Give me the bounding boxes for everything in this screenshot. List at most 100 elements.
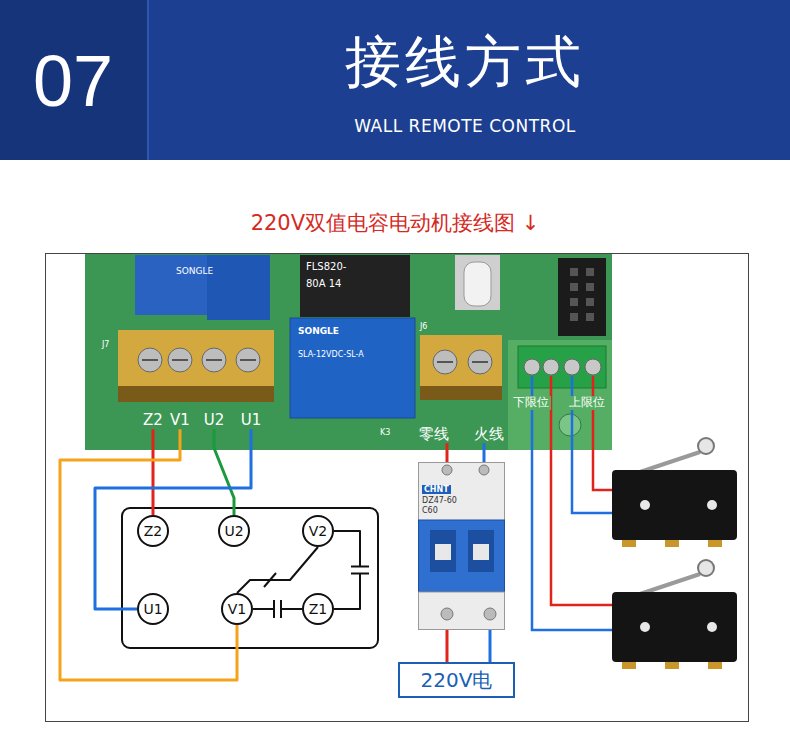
terminal-screw	[543, 359, 559, 375]
switch-mark	[264, 573, 276, 587]
switch-hole	[640, 500, 650, 510]
pcb-panel	[508, 340, 612, 450]
switch-roller	[698, 560, 714, 576]
component-ref: K3	[380, 428, 390, 437]
relay-brand: SONGLE	[176, 266, 213, 276]
terminal-label: U1	[239, 412, 264, 429]
switch-hole	[707, 500, 717, 510]
node-label: Z2	[144, 523, 163, 539]
wire	[95, 429, 251, 609]
screw-slot	[437, 361, 453, 363]
wire	[446, 630, 449, 662]
breaker-face	[419, 520, 505, 592]
switch-lever	[640, 452, 700, 472]
header-divider	[147, 0, 149, 160]
diagram-heading: 220V双值电容电动机接线图 ↓	[251, 211, 540, 235]
node-label: Z2	[143, 412, 163, 429]
terminal-label: 零线	[417, 426, 451, 443]
relay-model: SLA-12VDC-SL-A	[298, 350, 364, 359]
relay	[135, 255, 207, 315]
switch-terminal	[665, 540, 679, 547]
relay-rating: 80A 14	[306, 278, 341, 290]
page-title: 接线方式	[345, 30, 585, 94]
power-relay	[300, 255, 410, 317]
header-number-panel	[0, 0, 148, 160]
relay-brand: SONGLE	[298, 326, 339, 336]
pin	[570, 313, 578, 321]
terminal-screw	[168, 348, 192, 372]
breaker-handle	[435, 544, 451, 560]
diagram-frame	[46, 254, 749, 722]
breaker-handle-slot	[468, 530, 494, 572]
terminal-label: 上限位	[567, 396, 607, 410]
motor-terminal: V2	[302, 515, 334, 547]
switch-terminal	[665, 662, 679, 669]
breaker-top	[419, 463, 505, 521]
terminal-screw	[468, 350, 492, 374]
terminal-block	[118, 330, 274, 386]
terminal-screw	[236, 348, 260, 372]
node-label: 上限位	[569, 396, 605, 410]
wire	[446, 443, 449, 462]
terminal-screw	[564, 359, 580, 375]
pin	[586, 313, 594, 321]
relay	[290, 318, 415, 418]
screw-slot	[142, 359, 158, 361]
breaker-screw	[479, 465, 489, 475]
screw-slot	[172, 359, 188, 361]
breaker-screw	[484, 608, 496, 620]
capacitor-plate	[280, 600, 282, 618]
breaker-bottom	[419, 592, 505, 630]
capacitor-gap	[351, 566, 369, 574]
motor-box	[122, 508, 378, 648]
wire	[151, 429, 154, 515]
switch-hole	[707, 622, 717, 632]
connector-ref: J6	[420, 322, 427, 331]
node-label: 零线	[419, 426, 449, 443]
terminal-label: Z2	[141, 412, 165, 429]
wire	[237, 547, 318, 593]
terminal-block	[420, 335, 502, 386]
motor-terminal: V1	[221, 593, 253, 625]
pin	[570, 283, 578, 291]
pin	[586, 283, 594, 291]
screw-slot	[472, 361, 488, 363]
terminal-screw	[585, 359, 601, 375]
terminal-base	[118, 386, 274, 402]
switch-roller	[698, 438, 714, 454]
fuse-holder	[455, 255, 500, 310]
terminal-screw	[524, 359, 540, 375]
brand-badge: CHNT	[422, 485, 451, 494]
wire	[60, 429, 237, 680]
motor-terminal: Z1	[302, 593, 334, 625]
node-label: V2	[309, 523, 327, 539]
node-label: U1	[241, 412, 262, 429]
subtitle: WALL REMOTE CONTROL	[354, 117, 576, 137]
limit-switch	[612, 592, 737, 662]
limit-switch	[612, 470, 737, 540]
node-label: V1	[170, 412, 190, 429]
capacitor-plate	[273, 600, 275, 618]
terminal-base	[420, 386, 502, 400]
node-label: 下限位	[513, 396, 549, 410]
node-label: V1	[228, 601, 246, 617]
motor-terminal: U1	[137, 593, 169, 625]
node-label: 火线	[474, 426, 504, 443]
mount-hole	[559, 414, 581, 436]
node-label: U1	[143, 601, 162, 617]
pin	[570, 268, 578, 276]
terminal-screw	[433, 350, 457, 374]
wire	[483, 443, 486, 462]
capacitor-gap	[274, 600, 282, 618]
breaker-model: C60	[422, 506, 457, 515]
motor-terminal: U2	[218, 515, 250, 547]
relay	[207, 255, 270, 320]
breaker-label-stack: CHNTDZ47-60C60	[422, 478, 457, 515]
relay-model: FLS820-	[306, 261, 346, 273]
breaker-screw	[442, 465, 452, 475]
limit-wire	[593, 376, 612, 490]
power-source-box: 220V电	[398, 662, 515, 698]
connector-ref: J7	[102, 340, 109, 349]
